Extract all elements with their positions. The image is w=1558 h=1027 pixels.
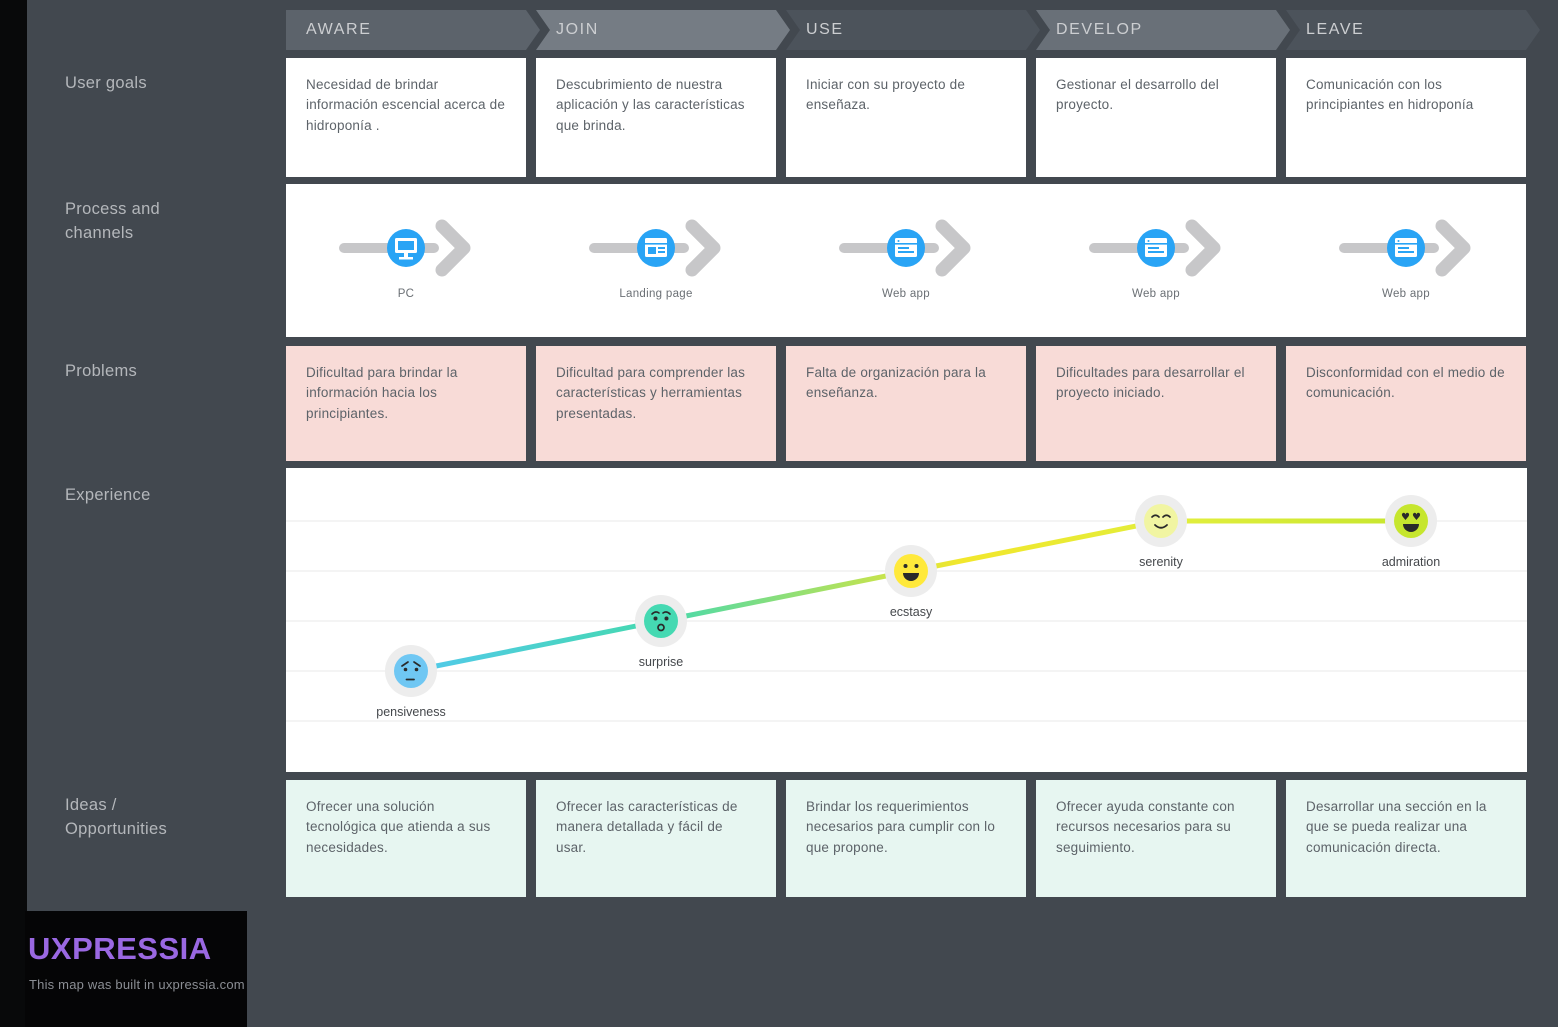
channel-label: Web app [882,288,930,300]
flow-arrow-icon [339,219,471,277]
channel-web-app[interactable]: Web app [786,184,1026,337]
flow-arrow-icon [1089,219,1221,277]
channel-landing-page[interactable]: Landing page [536,184,776,337]
flow-arrow-icon [1339,219,1471,277]
browser-icon [1395,238,1417,257]
sidebar-row-experience[interactable]: Experience [65,486,151,504]
flow-arrow-icon [839,219,971,277]
sidebar-row-problems[interactable]: Problems [65,362,138,380]
channel-label: Web app [1382,288,1430,300]
channels-panel: PC Landing page [286,184,1526,337]
idea-card[interactable]: Brindar los requerimientos necesarios pa… [786,780,1026,897]
emoji-serenity[interactable]: serenity [1135,495,1187,569]
sidebar-row-process-channels[interactable]: Process and channels [65,200,161,242]
stage-header-join[interactable]: JOIN [536,10,790,50]
sidebar-row-ideas-opportunities[interactable]: Ideas / Opportunities [65,796,168,838]
idea-card[interactable]: Ofrecer ayuda constante con recursos nec… [1036,780,1276,897]
emoji-surprise[interactable]: surprise [635,595,687,669]
browser-icon [1145,238,1167,257]
channel-label: PC [397,288,415,300]
problem-card[interactable]: Dificultad para brindar la información h… [286,346,526,461]
user-goal-card[interactable]: Gestionar el desarrollo del proyecto. [1036,58,1276,177]
channel-label: Landing page [619,288,693,300]
idea-card[interactable]: Ofrecer las características de manera de… [536,780,776,897]
channel-web-app[interactable]: Web app [1286,184,1526,337]
channel-pc[interactable]: PC [286,184,526,337]
problem-card[interactable]: Dificultades para desarrollar el proyect… [1036,346,1276,461]
stage-header-develop[interactable]: DEVELOP [1036,10,1290,50]
flow-arrow-icon [589,219,721,277]
channel-web-app[interactable]: Web app [1036,184,1276,337]
user-goal-card[interactable]: Descubrimiento de nuestra aplicación y l… [536,58,776,177]
stage-header-aware[interactable]: AWARE [286,10,540,50]
problem-card[interactable]: Falta de organización para la enseñanza. [786,346,1026,461]
svg-text:serenity: serenity [1139,555,1184,569]
uxpressia-logo-box: UXPRESSIA This map was built in uxpressi… [25,911,247,1027]
svg-text:♥: ♥ [1412,512,1421,523]
problem-card[interactable]: Disconformidad con el medio de comunicac… [1286,346,1526,461]
idea-card[interactable]: Ofrecer una solución tecnológica que ati… [286,780,526,897]
stage-header-leave[interactable]: LEAVE [1286,10,1540,50]
logo-tagline: This map was built in uxpressia.com [29,977,245,992]
sidebar-row-user-goals[interactable]: User goals [65,74,147,92]
experience-chart: pensiveness surprise ecstasy ser [286,468,1527,772]
svg-text:surprise: surprise [639,655,684,669]
browser-icon [645,238,667,257]
svg-text:admiration: admiration [1382,555,1440,569]
channel-label: Web app [1132,288,1180,300]
idea-card[interactable]: Desarrollar una sección en la que se pue… [1286,780,1526,897]
svg-text:♥: ♥ [1401,512,1410,523]
user-goal-card[interactable]: Iniciar con su proyecto de enseñaza. [786,58,1026,177]
emoji-admiration[interactable]: ♥ ♥ admiration [1382,495,1440,569]
user-goal-card[interactable]: Comunicación con los principiantes en hi… [1286,58,1526,177]
svg-text:ecstasy: ecstasy [890,605,933,619]
emoji-pensiveness[interactable]: pensiveness [376,645,446,719]
browser-icon [895,238,917,257]
svg-text:pensiveness: pensiveness [376,705,446,719]
user-goal-card[interactable]: Necesidad de brindar información escenci… [286,58,526,177]
stage-header-use[interactable]: USE [786,10,1040,50]
left-edge-strip [0,0,27,1027]
uxpressia-logo: UXPRESSIA [28,931,212,966]
monitor-icon [395,238,417,260]
emoji-ecstasy[interactable]: ecstasy [885,545,937,619]
problem-card[interactable]: Dificultad para comprender las caracterí… [536,346,776,461]
